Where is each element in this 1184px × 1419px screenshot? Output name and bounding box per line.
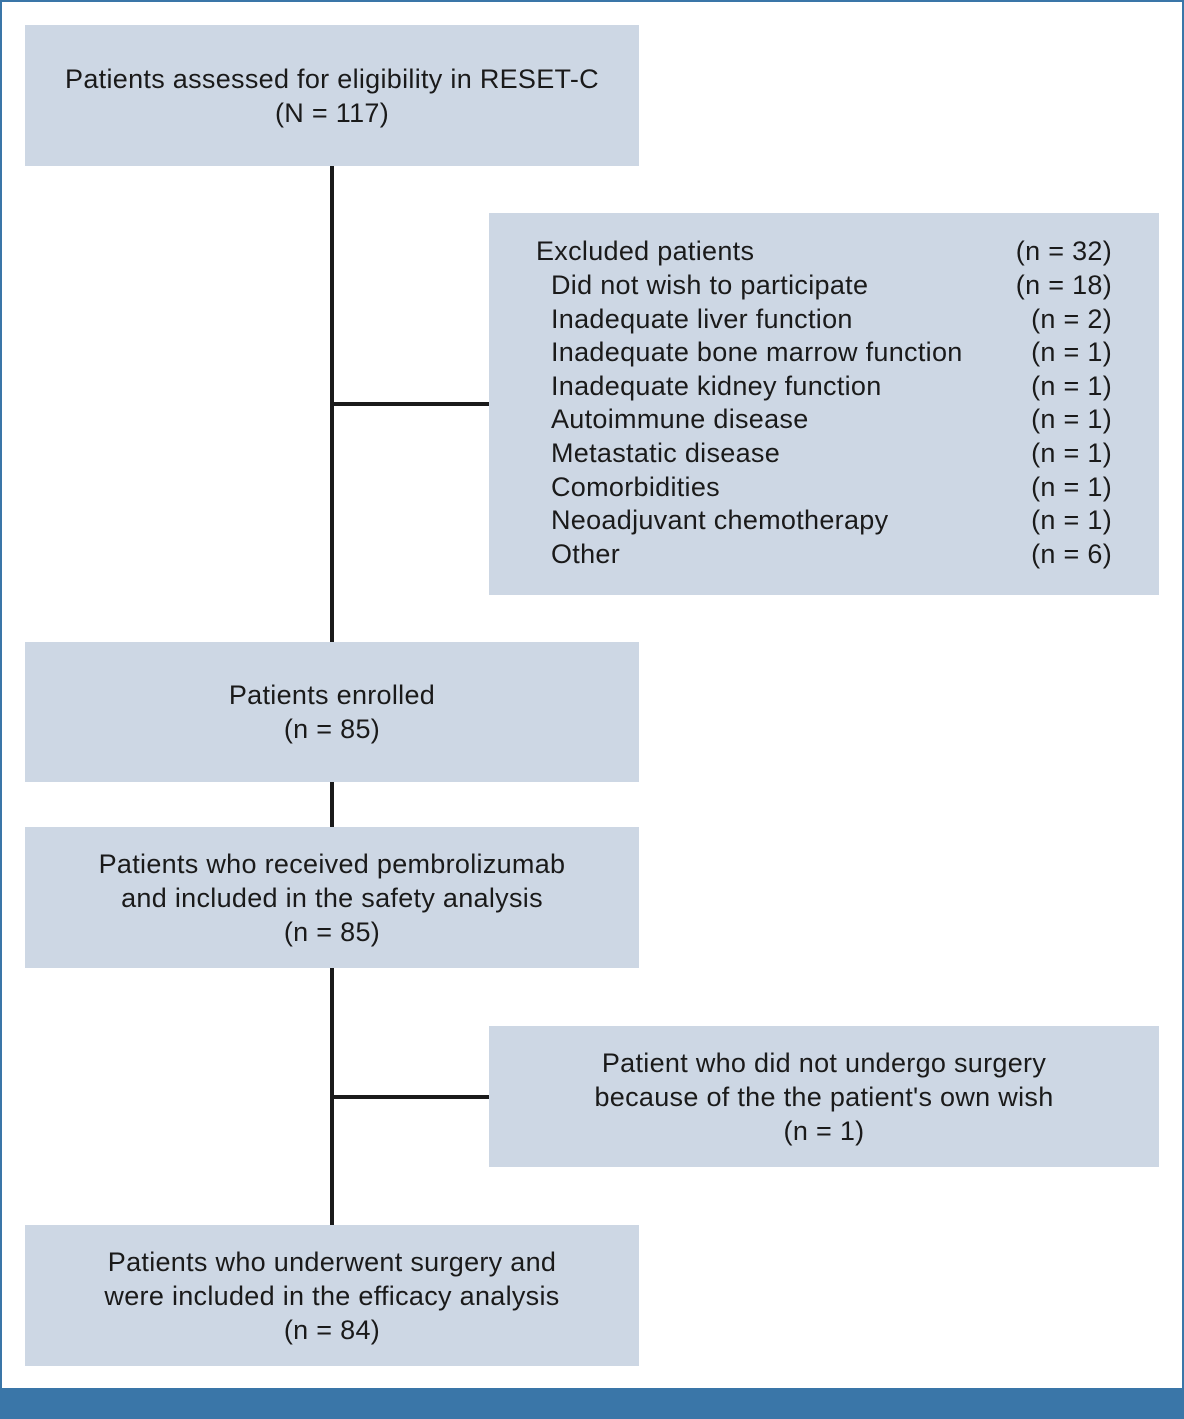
excluded-reason-count: (n = 18) (1015, 270, 1112, 300)
excluded-reason-row: Other (n = 6) (551, 537, 1112, 571)
excluded-reason-label: Did not wish to participate (551, 270, 869, 300)
excluded-reason-count: (n = 1) (1031, 505, 1112, 536)
enrolled-box: Patients enrolled (n = 85) (25, 642, 639, 782)
excluded-reason-row: Inadequate liver function (n = 2) (551, 302, 1112, 336)
excluded-reason-count: (n = 1) (1031, 370, 1112, 401)
excluded-reason-count: (n = 1) (1031, 404, 1112, 435)
excluded-reason-label: Metastatic disease (551, 438, 781, 468)
excluded-reason-count: (n = 2) (1031, 303, 1112, 334)
safety-count: (n = 85) (283, 916, 381, 947)
no-surgery-box: Patient who did not undergo surgery beca… (489, 1026, 1159, 1167)
excluded-reason-label: Autoimmune disease (551, 404, 809, 435)
bottom-accent-bar (0, 1388, 1184, 1419)
enrolled-label: Patients enrolled (228, 680, 436, 710)
no-surgery-label-line2: because of the the patient's own wish (594, 1081, 1054, 1112)
excluded-reason-row: Neoadjuvant chemotherapy (n = 1) (551, 503, 1112, 537)
no-surgery-label-line1: Patient who did not undergo surgery (601, 1047, 1047, 1078)
excluded-reason-label: Neoadjuvant chemotherapy (551, 505, 889, 536)
excluded-reason-label: Other (551, 538, 621, 569)
excluded-reason-label: Inadequate liver function (551, 303, 853, 334)
excluded-reason-count: (n = 1) (1031, 438, 1112, 468)
excluded-reason-row: Metastatic disease (n = 1) (551, 436, 1112, 470)
excluded-reason-row: Did not wish to participate (n = 18) (551, 268, 1112, 302)
excluded-reason-label: Comorbidities (551, 471, 720, 502)
excluded-reason-count: (n = 1) (1031, 337, 1112, 368)
efficacy-count: (n = 84) (283, 1314, 381, 1345)
assessed-box: Patients assessed for eligibility in RES… (25, 25, 639, 166)
excluded-title: Excluded patients (536, 236, 755, 266)
efficacy-label-line2: were included in the efficacy analysis (104, 1280, 560, 1311)
efficacy-label-line1: Patients who underwent surgery and (107, 1246, 557, 1277)
excluded-reason-count: (n = 6) (1031, 538, 1112, 569)
safety-label-line1: Patients who received pembrolizumab (98, 848, 566, 879)
excluded-box: Excluded patients (n = 32) Did not wish … (489, 213, 1159, 595)
excluded-reason-label: Inadequate kidney function (551, 370, 882, 401)
enrolled-count: (n = 85) (283, 714, 381, 744)
assessed-label: Patients assessed for eligibility in RES… (65, 63, 599, 94)
connector-enrolled-to-safety (330, 782, 334, 827)
safety-analysis-box: Patients who received pembrolizumab and … (25, 827, 639, 968)
excluded-reason-row: Inadequate kidney function (n = 1) (551, 369, 1112, 403)
excluded-reason-row: Comorbidities (n = 1) (551, 470, 1112, 504)
efficacy-analysis-box: Patients who underwent surgery and were … (25, 1225, 639, 1366)
connector-to-excluded (330, 402, 489, 406)
excluded-reason-count: (n = 1) (1031, 471, 1112, 502)
excluded-title-row: Excluded patients (n = 32) (536, 234, 1112, 268)
excluded-reason-label: Inadequate bone marrow function (551, 337, 963, 368)
excluded-reason-row: Autoimmune disease (n = 1) (551, 402, 1112, 436)
connector-to-no-surgery (330, 1095, 489, 1099)
excluded-reason-row: Inadequate bone marrow function (n = 1) (551, 335, 1112, 369)
safety-label-line2: and included in the safety analysis (121, 882, 543, 913)
assessed-count: (N = 117) (275, 97, 389, 128)
excluded-title-count: (n = 32) (1015, 236, 1112, 266)
no-surgery-count: (n = 1) (783, 1115, 865, 1146)
